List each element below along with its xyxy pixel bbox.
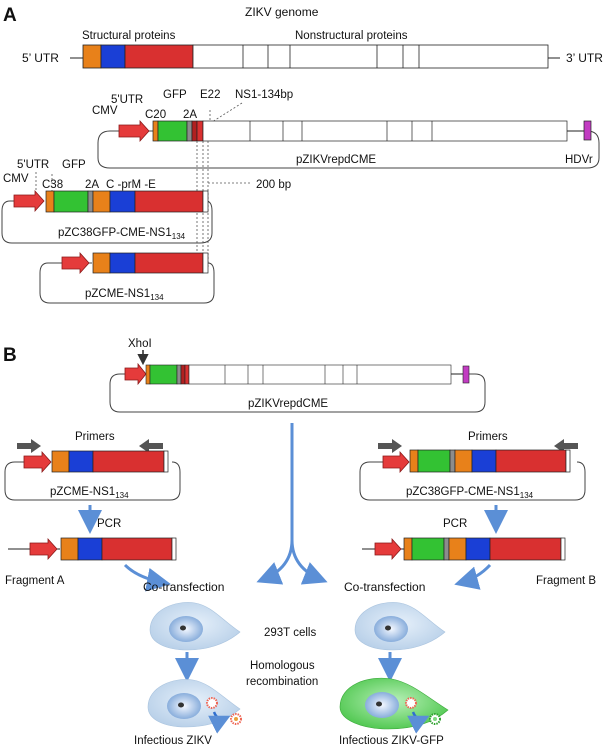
label-2a-2: 2A bbox=[85, 179, 99, 191]
plasmid-pzcme-ns1: pZCME-NS1134 bbox=[39, 251, 215, 304]
label-ns1-134bp: NS1-134bp bbox=[235, 89, 293, 101]
zikv-genome-bar bbox=[70, 44, 560, 69]
plasmid3-name: pZCME-NS1134 bbox=[85, 288, 164, 302]
genome-title: ZIKV genome bbox=[245, 5, 319, 19]
label-200bp: 200 bp bbox=[256, 179, 291, 191]
label-c38: C38 bbox=[42, 179, 63, 191]
cotransfection-right: Co-transfection bbox=[344, 580, 425, 594]
fragment-b bbox=[362, 537, 566, 561]
label-cmv-1: CMV bbox=[92, 105, 118, 117]
nonstructural-proteins-label: Nonstructural proteins bbox=[295, 30, 408, 42]
homology-guides bbox=[196, 102, 250, 268]
plasmid-left-b-name: pZCME-NS1134 bbox=[50, 486, 129, 500]
result-right-label: Infectious ZIKV-GFP bbox=[339, 735, 444, 747]
segment-e bbox=[124, 44, 194, 69]
recombination-label: recombination bbox=[246, 676, 318, 688]
label-gfp-2: GFP bbox=[62, 159, 86, 171]
utr5-label: 5’ UTR bbox=[22, 51, 59, 65]
segment-prm bbox=[100, 44, 126, 69]
plasmid-left-b: pZCME-NS1134 bbox=[4, 450, 181, 501]
label-cmv-2: CMV bbox=[3, 173, 29, 185]
dashed-ticks-a2 bbox=[35, 172, 53, 192]
plasmid-top-b-name: pZIKVrepdCME bbox=[248, 398, 328, 410]
label-2a-1: 2A bbox=[183, 109, 197, 121]
virus-release-left bbox=[206, 697, 242, 734]
primers-left-label: Primers bbox=[75, 431, 115, 443]
primers-right-label: Primers bbox=[468, 431, 508, 443]
cell-left-top bbox=[149, 602, 241, 651]
panel-a-label: A bbox=[3, 5, 17, 26]
label-hdvr: HDVr bbox=[565, 154, 593, 166]
cotransfection-left: Co-transfection bbox=[143, 580, 224, 594]
panel-b-label: B bbox=[3, 345, 17, 366]
primer-rev-right bbox=[554, 439, 578, 453]
label-c20: C20 bbox=[145, 109, 166, 121]
hdvr-element bbox=[583, 120, 592, 141]
label-gfp-1: GFP bbox=[163, 89, 187, 101]
primer-fwd-right bbox=[378, 439, 402, 453]
homologous-label: Homologous bbox=[250, 660, 315, 672]
plasmid1-name: pZIKVrepdCME bbox=[296, 154, 376, 166]
label-5utr-2: 5'UTR bbox=[17, 159, 49, 171]
fragment-a-arrow bbox=[123, 563, 171, 592]
plasmid-top-b: pZIKVrepdCME bbox=[109, 362, 486, 413]
structural-proteins-label: Structural proteins bbox=[82, 30, 176, 42]
pcr-left-label: PCR bbox=[97, 518, 121, 530]
virus-release-right bbox=[405, 697, 441, 734]
fragment-a-label: Fragment A bbox=[5, 575, 65, 587]
label-5utr-1: 5'UTR bbox=[111, 94, 143, 106]
primer-fwd-left bbox=[17, 439, 41, 453]
primer-rev-left bbox=[139, 439, 163, 453]
cells-label: 293T cells bbox=[264, 627, 316, 639]
utr3-label: 3’ UTR bbox=[566, 51, 603, 65]
plasmid-right-b: pZC38GFP-CME-NS1134 bbox=[359, 449, 586, 501]
cell-right-top bbox=[354, 602, 446, 651]
cell-left-bottom bbox=[147, 679, 241, 728]
result-left-label: Infectious ZIKV bbox=[134, 735, 212, 747]
fragment-b-arrow bbox=[454, 563, 492, 590]
label-e22: E22 bbox=[200, 89, 220, 101]
label-xhoi: XhoI bbox=[128, 338, 152, 350]
cmv-promoter-arrow bbox=[118, 119, 150, 143]
fragment-b-label: Fragment B bbox=[536, 575, 596, 587]
segment-nonstructural bbox=[192, 44, 549, 69]
plasmid-right-b-name: pZC38GFP-CME-NS1134 bbox=[406, 486, 534, 500]
plasmid-pzc38gfp-cme-ns1: pZC38GFP-CME-NS1134 bbox=[1, 189, 213, 244]
fragment-a bbox=[8, 537, 177, 561]
plasmid-pzikvrepdcme: pZIKVrepdCME HDVr bbox=[97, 119, 600, 169]
split-arrow bbox=[256, 423, 328, 585]
plasmid2-name: pZC38GFP-CME-NS1134 bbox=[58, 227, 186, 241]
label-cprme: C -prM -E bbox=[106, 179, 156, 191]
pcr-right-label: PCR bbox=[443, 518, 467, 530]
segment-c bbox=[82, 44, 102, 69]
